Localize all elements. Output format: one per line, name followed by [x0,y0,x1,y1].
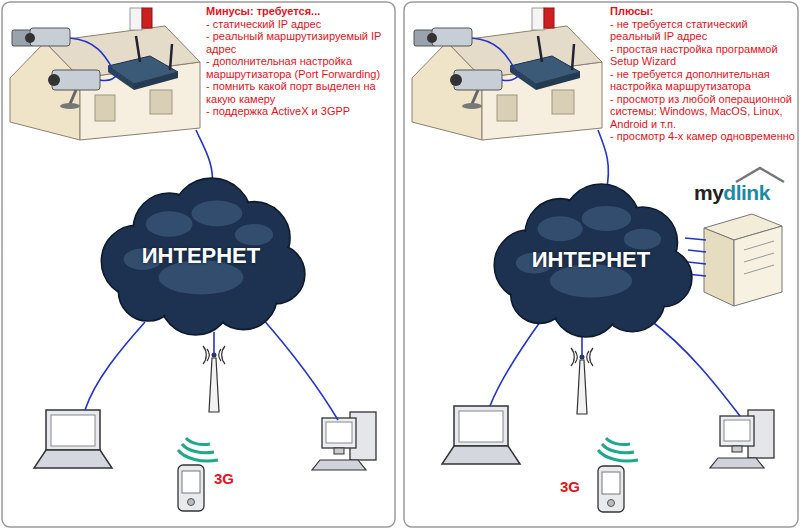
internet-cloud: ИНТЕРНЕТ [488,182,694,338]
mydlink-logo: mydlink [694,181,770,205]
list-item: - просмотр из любой операционной системы… [610,93,796,131]
list-item: - простая настройка программой Setup Wiz… [610,43,796,68]
list-item: - реальный маршрутизируемый IP адрес [206,30,392,55]
list-item: - дополнительная настройка маршрутизатор… [206,55,392,80]
list-item: - не требуется дополнительная настройка … [610,68,796,93]
list-heading: Плюсы: [610,5,796,18]
list-item: - поддержка ActiveX и 3GPP [206,105,392,118]
advantages-list: Плюсы:- не требуется статический реальны… [610,5,796,143]
network-label: 3G [560,478,580,495]
list-heading: Минусы: требуется... [206,5,392,18]
internet-cloud: ИНТЕРНЕТ [95,176,307,336]
network-label: 3G [214,470,234,487]
drawbacks-list: Минусы: требуется...- статический IP адр… [206,5,392,118]
logo-text: my [694,181,723,205]
logo-text: dlink [723,181,770,205]
list-item: - просмотр 4-х камер одновременно [610,130,796,143]
cloud-label: ИНТЕРНЕТ [142,243,261,269]
list-item: - помнить какой порт выделен на какую ка… [206,80,392,105]
list-item: - не требуется статический реальный IP а… [610,18,796,43]
cloud-label: ИНТЕРНЕТ [532,247,651,273]
list-item: - статический IP адрес [206,18,392,31]
